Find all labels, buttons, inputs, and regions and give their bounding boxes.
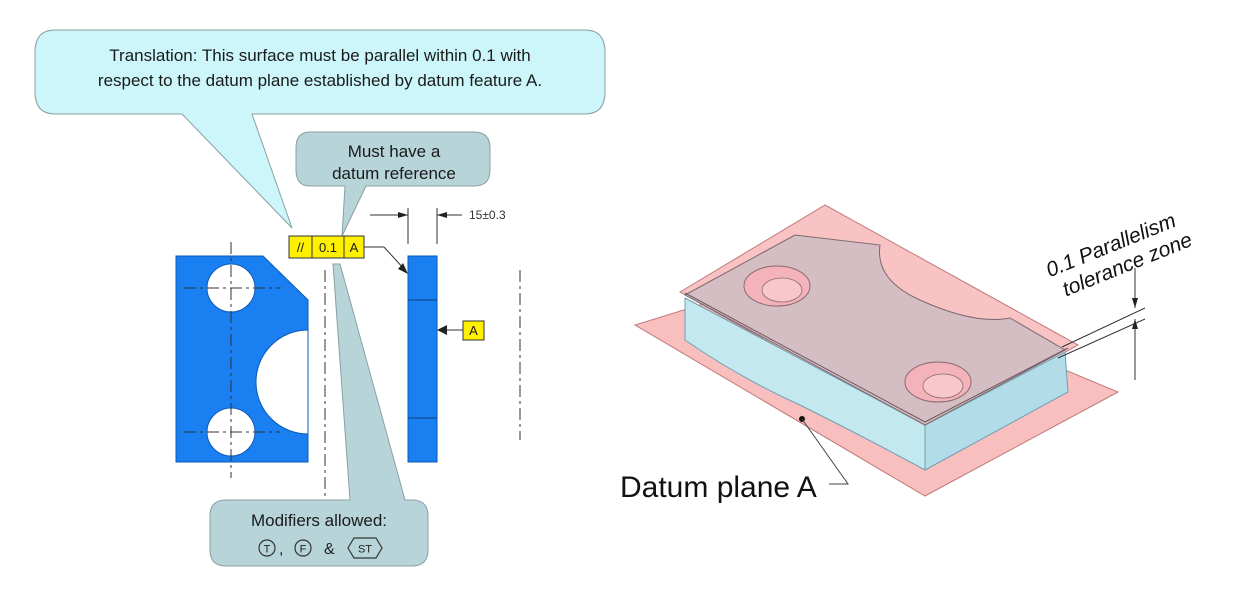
datum-reference-line-1: Must have a <box>348 142 441 161</box>
modifiers-callout: Modifiers allowed: T , F & ST <box>209 263 429 567</box>
translation-line-1: Translation: This surface must be parall… <box>109 46 530 65</box>
modifier-row: T , F & ST <box>258 537 383 559</box>
translation-callout: Translation: This surface must be parall… <box>34 29 606 229</box>
tolerance-zone-dimension <box>1057 268 1146 380</box>
modifier-t: T <box>264 544 271 556</box>
isometric-view: 0.1 Parallelism tolerance zone Datum pla… <box>620 204 1196 504</box>
modifier-f-circle <box>294 539 312 557</box>
modifier-st-hexagon <box>347 537 383 559</box>
modifiers-line-1: Modifiers allowed: <box>251 511 387 530</box>
modifier-f: F <box>300 544 307 556</box>
modifier-st: ST <box>358 544 372 556</box>
datum-reference-letter: A <box>350 240 359 255</box>
datum-reference-callout: Must have a datum reference <box>295 131 491 237</box>
datum-feature-symbol: A <box>437 320 485 341</box>
center-lines <box>184 242 521 496</box>
translation-line-2: respect to the datum plane established b… <box>98 71 542 90</box>
modifier-comma: , <box>279 541 283 558</box>
part-right-side <box>924 351 1069 471</box>
parallelism-symbol: // <box>297 240 305 255</box>
feature-control-frame: // 0.1 A <box>288 235 408 274</box>
front-view-part <box>175 242 521 496</box>
side-view-part <box>407 255 438 463</box>
tolerance-zone-label: 0.1 Parallelism tolerance zone <box>1043 209 1196 301</box>
modifier-t-circle <box>258 539 276 557</box>
datum-reference-line-2: datum reference <box>332 164 456 183</box>
datum-feature-letter: A <box>469 323 478 338</box>
dimension-value: 15±0.3 <box>469 208 506 222</box>
thickness-dimension <box>370 208 462 244</box>
part-front-side <box>684 297 926 471</box>
datum-plane-label: Datum plane A <box>620 471 817 504</box>
leader-arrowhead <box>398 263 408 274</box>
tolerance-value: 0.1 <box>319 240 337 255</box>
modifier-ampersand: & <box>324 541 335 558</box>
